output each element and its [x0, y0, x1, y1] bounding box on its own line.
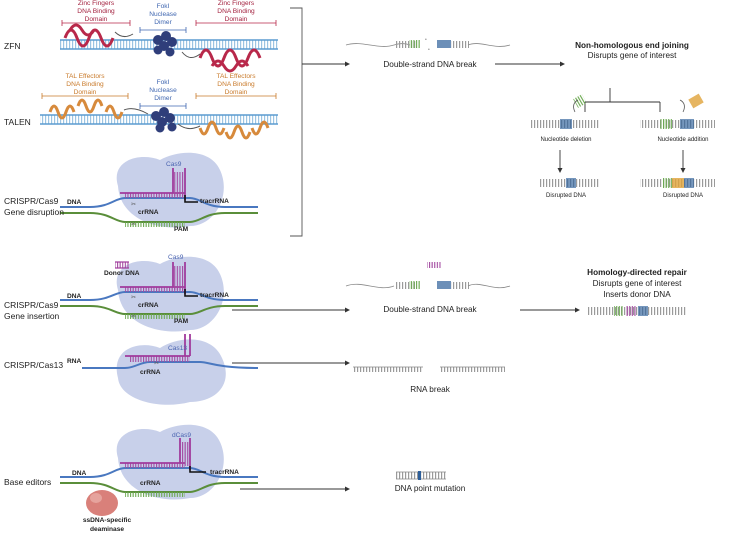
zfn-left-domain-2: DNA Binding — [77, 8, 115, 15]
nhej-title: Non-homologous end joining — [575, 41, 689, 50]
row-label-talen: TALEN — [4, 117, 31, 127]
donor-dna-glyph — [115, 261, 129, 269]
rna-break-label: RNA break — [410, 385, 450, 394]
donor-dna-label: Donor DNA — [104, 270, 140, 277]
talen-left-domain-3: Domain — [73, 89, 97, 96]
svg-text:✂: ✂ — [131, 222, 136, 228]
zfn-zinc-fingers-right — [181, 48, 262, 73]
talen-domain-brackets — [41, 93, 277, 109]
hdr-line2: Inserts donor DNA — [603, 290, 671, 299]
zfn-left-domain-1: Zinc Fingers — [77, 0, 115, 7]
svg-text:✂: ✂ — [131, 202, 136, 208]
nhej-subtitle: Disrupts gene of interest — [587, 51, 677, 60]
zfn-fokI-1: FokI — [156, 3, 170, 10]
cas9-label-disruption: Cas9 — [166, 161, 182, 168]
arrow-base — [240, 486, 350, 492]
svg-text:•: • — [428, 47, 430, 53]
cas9-disruption-complex: ✂ ✂ — [60, 152, 258, 228]
nhej-deletion-label: Nucleotide deletion — [540, 137, 592, 143]
talen-right-domain-3: Domain — [224, 89, 248, 96]
tracrrna-label-insertion: tracrRNA — [200, 292, 229, 299]
deaminase-label-2: deaminase — [89, 526, 125, 533]
row-label-crispr-disruption-1: CRISPR/Cas9 — [4, 196, 59, 206]
zfn-right-domain-2: DNA Binding — [217, 8, 255, 15]
talen-fokI-2: Nuclease — [149, 87, 177, 94]
base-editor-complex — [60, 424, 258, 500]
zfn-fokI-2: Nuclease — [149, 11, 177, 18]
crrna-label-insertion: crRNA — [138, 302, 159, 309]
tracrrna-label-base: tracrRNA — [210, 469, 239, 476]
talen-tal-effectors-right — [177, 120, 270, 140]
zfn-left-domain-3: Domain — [84, 16, 108, 23]
zfn-fokI-dimer — [153, 31, 177, 57]
zfn-zinc-fingers-left — [63, 23, 134, 48]
pam-label-insertion: PAM — [174, 318, 189, 325]
dna-label-insertion: DNA — [67, 293, 82, 300]
cas13-complex: ✂ — [82, 334, 259, 405]
talen-fokI-3: Dimer — [154, 95, 172, 102]
tracrrna-label-disruption: tracrRNA — [200, 198, 229, 205]
crrna-label-disruption: crRNA — [138, 209, 159, 216]
dna-label-base: DNA — [72, 470, 87, 477]
pam-label-disruption: PAM — [174, 226, 189, 233]
rna-break-glyph — [353, 366, 505, 372]
arrow-to-nhej — [495, 61, 565, 67]
nhej-addition-label: Nucleotide addition — [657, 137, 709, 143]
zfn-domain-brackets — [61, 20, 277, 33]
svg-text:✂: ✂ — [154, 361, 159, 367]
arrow-cas13 — [232, 360, 350, 366]
point-mutation-glyph — [396, 471, 446, 480]
row-label-base-editors: Base editors — [4, 477, 52, 487]
talen-left-domain-1: TAL Effectors — [65, 73, 105, 80]
dsb-glyph-insertion — [345, 262, 511, 289]
dsb-label-insertion: Double-strand DNA break — [383, 305, 477, 314]
arrow-insertion — [232, 307, 350, 313]
row-label-crispr-insertion-2: Gene insertion — [4, 311, 60, 321]
dsb-glyph-top: • • — [345, 37, 511, 53]
row-label-cas13: CRISPR/Cas13 — [4, 360, 64, 370]
group-bracket — [290, 7, 350, 237]
svg-text:✂: ✂ — [131, 295, 136, 301]
hdr-title: Homology-directed repair — [587, 268, 687, 277]
deaminase-label-1: ssDNA-specific — [82, 517, 132, 524]
talen-right-domain-1: TAL Effectors — [216, 73, 256, 80]
cas9-insertion-complex: ✂ ✂ — [60, 256, 258, 332]
talen-right-domain-2: DNA Binding — [217, 81, 255, 88]
nhej-disrupted-left: Disrupted DNA — [545, 193, 587, 199]
cas9-label-insertion: Cas9 — [168, 254, 184, 261]
crrna-label-base: crRNA — [140, 480, 161, 487]
svg-text:✂: ✂ — [131, 314, 136, 320]
nhej-disrupted-right: Disrupted DNA — [662, 193, 704, 199]
cas13-label: Cas13 — [168, 345, 188, 352]
zfn-right-domain-1: Zinc Fingers — [217, 0, 255, 7]
dna-label-disruption: DNA — [67, 199, 82, 206]
arrow-to-hdr — [520, 307, 580, 313]
deaminase-blob — [86, 490, 118, 516]
zfn-fokI-3: Dimer — [154, 19, 172, 26]
talen-tal-effectors-left — [48, 98, 149, 120]
talen-left-domain-2: DNA Binding — [66, 81, 104, 88]
talen-fokI-1: FokI — [156, 79, 170, 86]
point-mutation-label: DNA point mutation — [394, 484, 466, 493]
hdr-line1: Disrupts gene of interest — [592, 279, 682, 288]
row-label-crispr-insertion-1: CRISPR/Cas9 — [4, 300, 59, 310]
talen-fokI-dimer — [151, 107, 177, 133]
dcas9-label: dCas9 — [172, 432, 192, 439]
dsb-label-top: Double-strand DNA break — [383, 60, 477, 69]
nhej-tree — [530, 88, 715, 188]
row-label-crispr-disruption-2: Gene disruption — [4, 207, 65, 217]
rna-label: RNA — [67, 358, 82, 365]
crrna-label-cas13: crRNA — [140, 369, 161, 376]
row-label-zfn: ZFN — [4, 41, 21, 51]
hdr-dna-glyph — [587, 306, 687, 316]
zfn-right-domain-3: Domain — [224, 16, 248, 23]
svg-text:•: • — [425, 37, 427, 43]
